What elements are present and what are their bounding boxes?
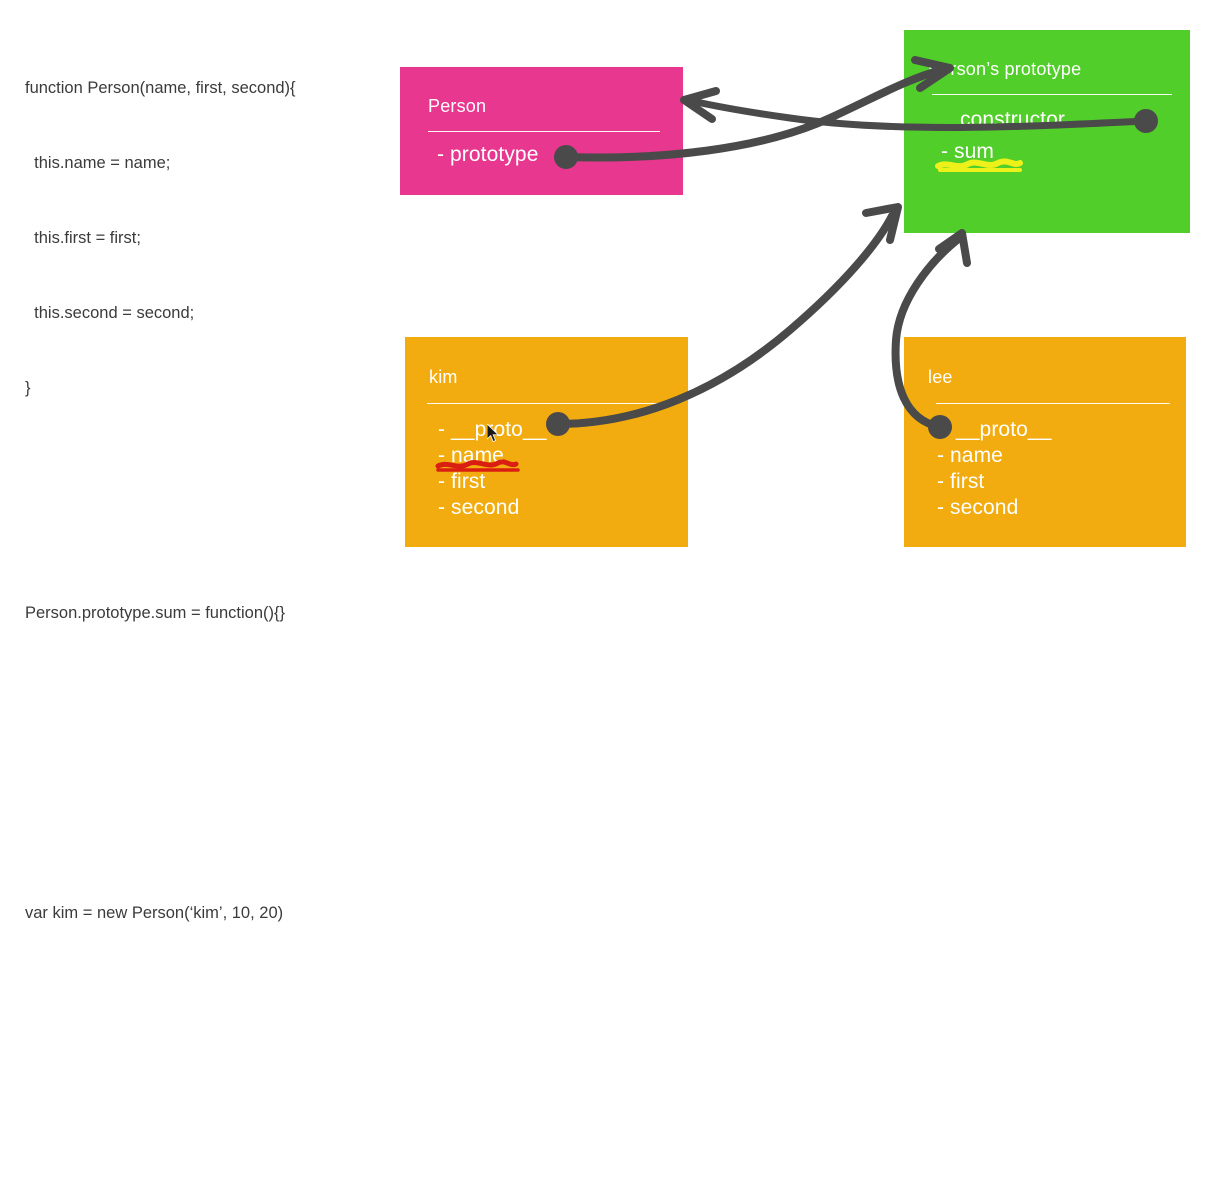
lee-property-second: - second <box>937 496 1019 519</box>
kim-box-title: kim <box>429 367 458 387</box>
code-spacer <box>25 676 385 701</box>
code-spacer <box>25 451 385 476</box>
code-line: this.name = name; <box>25 154 171 172</box>
person-box-divider <box>428 131 660 132</box>
person-box-title: Person <box>428 96 487 116</box>
code-spacer <box>25 826 385 851</box>
lee-property-proto: __proto__ <box>956 418 1052 441</box>
kim-property-first: - first <box>438 470 486 493</box>
kim-box-divider <box>427 403 667 404</box>
code-line: function Person(name, first, second){ <box>25 79 296 97</box>
prototype-property-constructor: constructor <box>960 108 1065 131</box>
code-spacer <box>25 751 385 776</box>
mouse-pointer-icon <box>487 424 499 443</box>
kim-property-name: - name <box>438 444 504 467</box>
person-prototype-box-divider <box>932 94 1172 95</box>
code-spacer <box>25 1126 385 1151</box>
person-prototype-box: Person’s prototype constructor - sum <box>904 30 1190 233</box>
code-line: } <box>25 379 31 397</box>
lee-property-first: - first <box>937 470 985 493</box>
person-prototype-box-title: Person’s prototype <box>928 59 1082 79</box>
lee-box: lee __proto__ - name - first - second <box>904 337 1186 547</box>
code-spacer <box>25 976 385 1001</box>
lee-property-name: - name <box>937 444 1003 467</box>
kim-box: kim - __proto__ - name - first - second <box>405 337 688 547</box>
prototype-property-sum: - sum <box>941 140 994 163</box>
lee-box-divider <box>936 403 1170 404</box>
code-line: this.second = second; <box>25 304 195 322</box>
code-spacer <box>25 1051 385 1076</box>
code-line: this.first = first; <box>25 229 141 247</box>
diagram-canvas: function Person(name, first, second){ th… <box>25 30 1190 922</box>
kim-property-second: - second <box>438 496 520 519</box>
person-box: Person - prototype <box>400 67 683 195</box>
code-spacer <box>25 526 385 551</box>
code-line: Person.prototype.sum = function(){} <box>25 604 286 622</box>
person-property-prototype: - prototype <box>437 143 539 166</box>
code-line: var kim = new Person(‘kim’, 10, 20) <box>25 904 284 922</box>
code-listing: function Person(name, first, second){ th… <box>25 26 385 1182</box>
lee-box-title: lee <box>928 367 953 387</box>
